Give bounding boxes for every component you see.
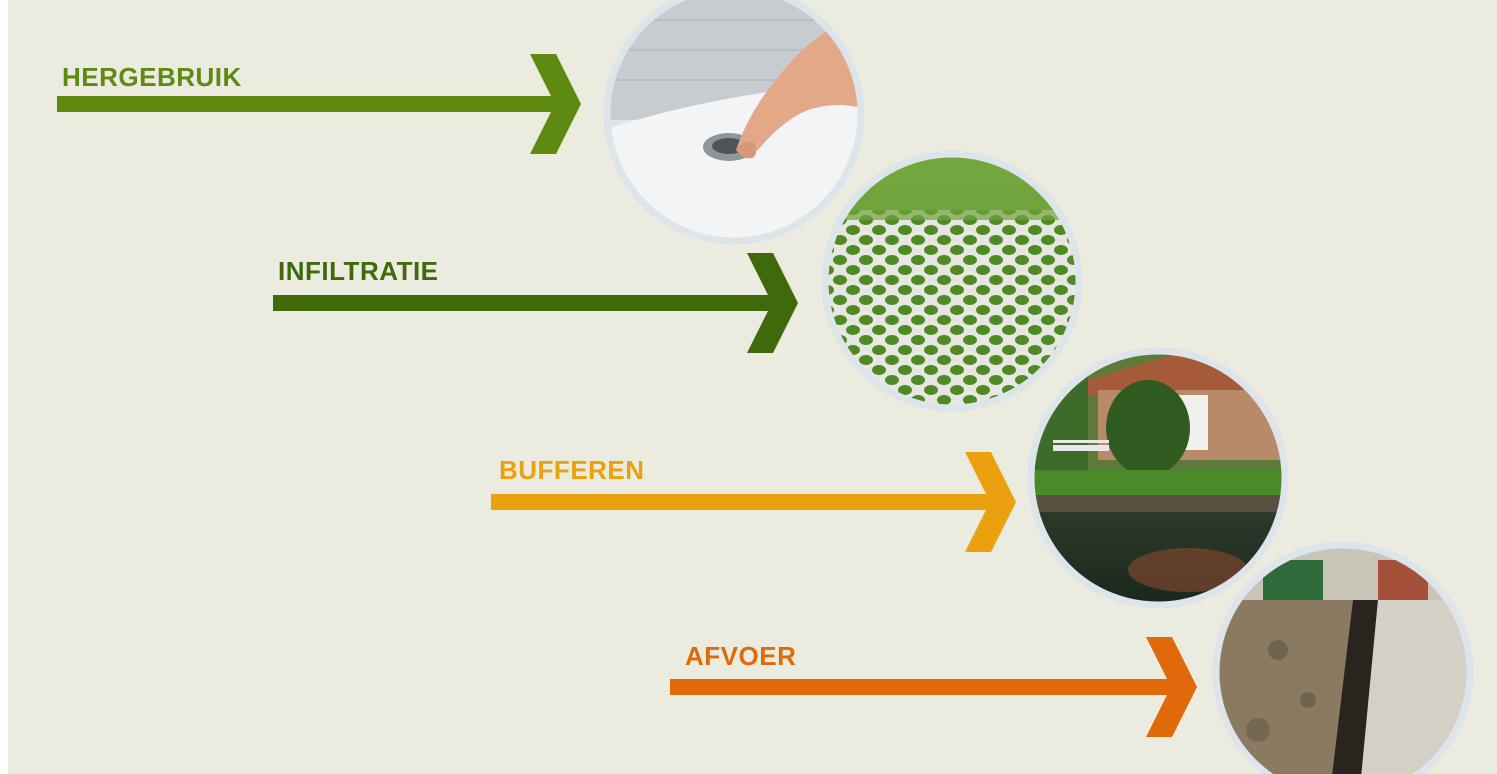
arrow-hergebruik bbox=[57, 54, 581, 154]
label-hergebruik: HERGEBRUIK bbox=[62, 62, 242, 92]
label-afvoer: AFVOER bbox=[685, 641, 797, 671]
diagram-canvas bbox=[57, 0, 1474, 774]
arrow-afvoer bbox=[670, 637, 1197, 737]
label-infiltratie: INFILTRATIE bbox=[278, 256, 439, 286]
diagram-stage: HERGEBRUIK INFILTRATIE BUFFEREN AFVOER bbox=[8, 0, 1497, 774]
sink-drain-photo bbox=[603, 0, 865, 245]
arrow-bufferen bbox=[491, 452, 1016, 552]
garden-pond-photo bbox=[1027, 347, 1289, 609]
arrow-infiltratie bbox=[273, 253, 798, 353]
drainage-trench-photo bbox=[1212, 541, 1474, 774]
label-bufferen: BUFFEREN bbox=[499, 455, 645, 485]
grass-paver-photo bbox=[821, 150, 1083, 412]
